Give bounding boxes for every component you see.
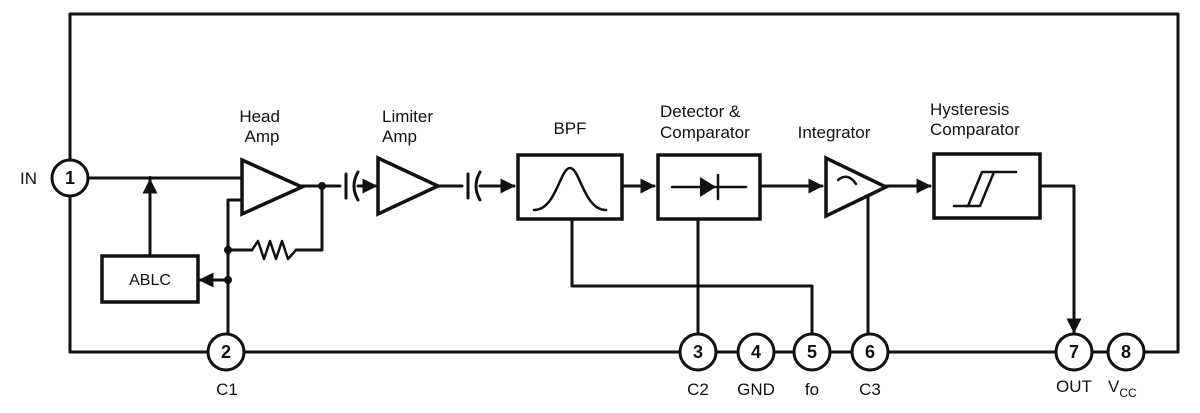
bpf-block: [516, 153, 624, 221]
pin-4-number: 4: [751, 342, 761, 362]
detector-label: Detector & Comparator: [660, 102, 750, 142]
pin-4: 4 GND: [736, 332, 776, 399]
ablc-label: ABLC: [129, 272, 171, 289]
headamp-feedback-wire: [226, 198, 244, 336]
pin-8: 8 VCC: [1106, 332, 1146, 400]
pin-2-number: 2: [221, 342, 231, 362]
integrator-symbol: [824, 155, 891, 219]
pin-2-label: C1: [216, 380, 238, 399]
diode-icon: [670, 173, 748, 201]
feedback-right-wire: [294, 184, 324, 252]
bpf-label: BPF: [553, 119, 586, 138]
pin-3-label: C2: [687, 380, 709, 399]
hysteresis-to-out-wire: [1038, 184, 1082, 334]
bottom-rail-left: [68, 194, 210, 354]
integrator-curve-icon: [836, 175, 858, 186]
junction-dot: [224, 276, 232, 284]
bpf-to-fo-wire: [570, 218, 814, 336]
pin-6: 6 C3: [850, 332, 890, 399]
pin-7-number: 7: [1069, 342, 1079, 362]
head-amp-symbol: [240, 157, 307, 217]
pin-5-label: fo: [805, 380, 819, 399]
limiter-amp-label: Limiter Amp: [382, 107, 438, 146]
hysteresis-label: Hysteresis Comparator: [930, 100, 1020, 139]
head-amp-label: Head Amp: [239, 107, 284, 146]
pin-1: 1 IN: [20, 158, 90, 198]
junction-dots: [148, 176, 326, 284]
pin-7: 7 OUT: [1054, 332, 1094, 396]
integrator-label: Integrator: [798, 123, 871, 142]
pin-6-number: 6: [865, 342, 875, 362]
pin-5-number: 5: [807, 342, 817, 362]
limiter-amp-symbol: [376, 155, 443, 217]
hysteresis-loop-icon: [952, 170, 1018, 208]
coupling-capacitor-1: [344, 170, 360, 202]
pin-1-number: 1: [65, 168, 75, 188]
vcc-loop-wire: [68, 12, 1180, 354]
feedback-resistor-symbol: [250, 239, 298, 261]
pin-2: 2 C1: [206, 332, 246, 399]
pin-1-label: IN: [20, 169, 37, 188]
junction-dot: [224, 246, 232, 254]
pin-4-label: GND: [737, 380, 775, 399]
coupling-capacitor-2: [466, 170, 482, 202]
pin-3-number: 3: [693, 342, 703, 362]
pin-5: 5 fo: [792, 332, 832, 399]
pin-6-label: C3: [859, 380, 881, 399]
pin-3: 3 C2: [678, 332, 718, 399]
pin-8-label: VCC: [1108, 377, 1137, 400]
bandpass-curve-icon: [532, 166, 608, 212]
hysteresis-block: [932, 152, 1042, 220]
junction-dot: [148, 176, 152, 180]
pin-8-number: 8: [1121, 342, 1131, 362]
ablc-block: [100, 254, 200, 304]
junction-dot: [318, 182, 326, 190]
pin-7-label: OUT: [1056, 377, 1092, 396]
